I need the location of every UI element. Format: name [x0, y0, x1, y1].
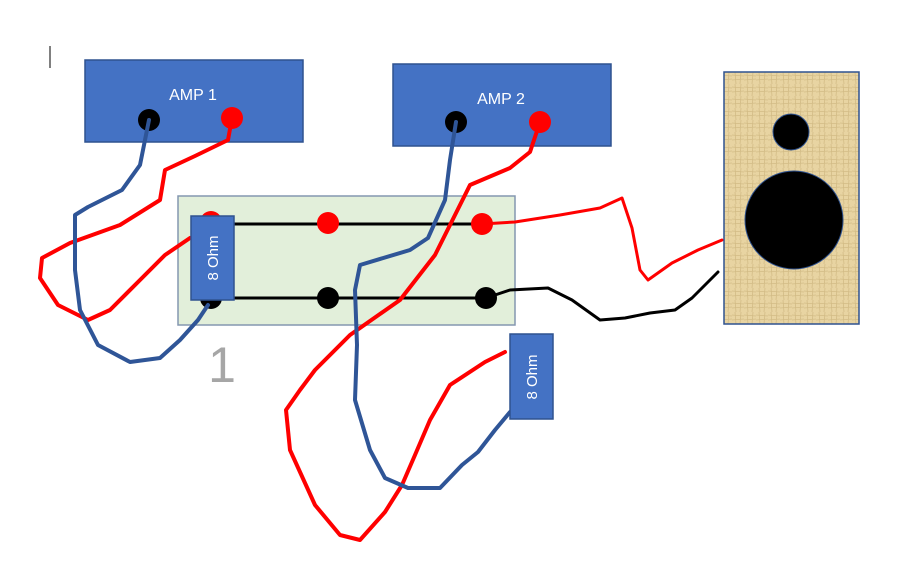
board-terminal-top-2	[317, 212, 339, 234]
board-number-label: 1	[208, 337, 236, 393]
amp-1-box	[84, 59, 304, 143]
amp-2-negative-wire	[353, 120, 512, 490]
speaker	[723, 71, 860, 325]
resistor-2: 8 Ohm	[509, 333, 554, 420]
resistor-1-label: 8 Ohm	[205, 235, 222, 280]
speaker-positive-wire	[480, 196, 724, 282]
board-terminal-bottom-2	[317, 287, 339, 309]
speaker-tweeter	[772, 113, 810, 151]
amp-1-negative-wire	[73, 118, 210, 364]
amp-2-box	[392, 63, 612, 147]
resistor-2-body	[509, 333, 554, 420]
resistor-1: 8 Ohm	[190, 215, 235, 301]
amp-2-label: AMP 2	[477, 91, 525, 108]
speaker-negative-wire	[484, 270, 720, 322]
resistor-1-body	[190, 215, 235, 301]
resistor-2-label: 8 Ohm	[524, 354, 541, 399]
amp-1: AMP 1	[84, 59, 304, 143]
speaker-woofer	[744, 170, 844, 270]
amp-1-positive-wire	[38, 116, 234, 322]
amp-2-positive-wire	[284, 120, 542, 542]
amp-1-label: AMP 1	[169, 87, 217, 104]
amp-2: AMP 2	[392, 63, 612, 147]
